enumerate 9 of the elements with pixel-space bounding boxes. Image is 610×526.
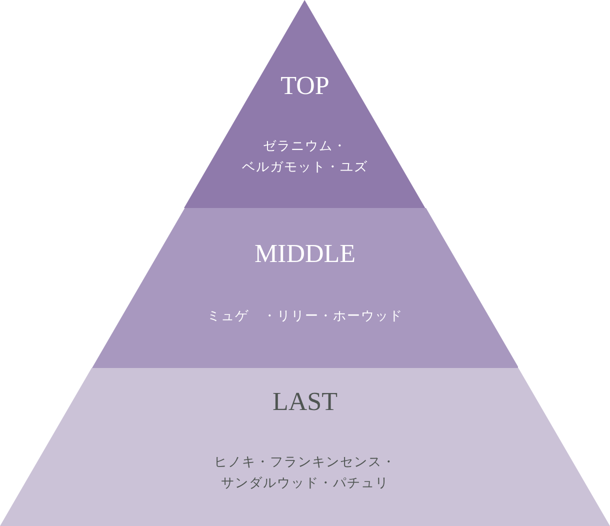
- pyramid-tier: [0, 368, 610, 526]
- tier-heading: TOP: [280, 71, 330, 101]
- tier-heading: MIDDLE: [254, 239, 356, 269]
- pyramid-tier: [92, 208, 518, 368]
- pyramid-tier: [184, 0, 426, 208]
- tier-heading: LAST: [272, 387, 338, 417]
- ingredient-list: ミュゲ ・リリー・ホーウッド: [154, 306, 455, 327]
- ingredient-list: ゼラニウム・ベルガモット・ユズ: [234, 136, 375, 178]
- ingredient-list: ヒノキ・フランキンセンス・サンダルウッド・パチュリ: [190, 452, 420, 494]
